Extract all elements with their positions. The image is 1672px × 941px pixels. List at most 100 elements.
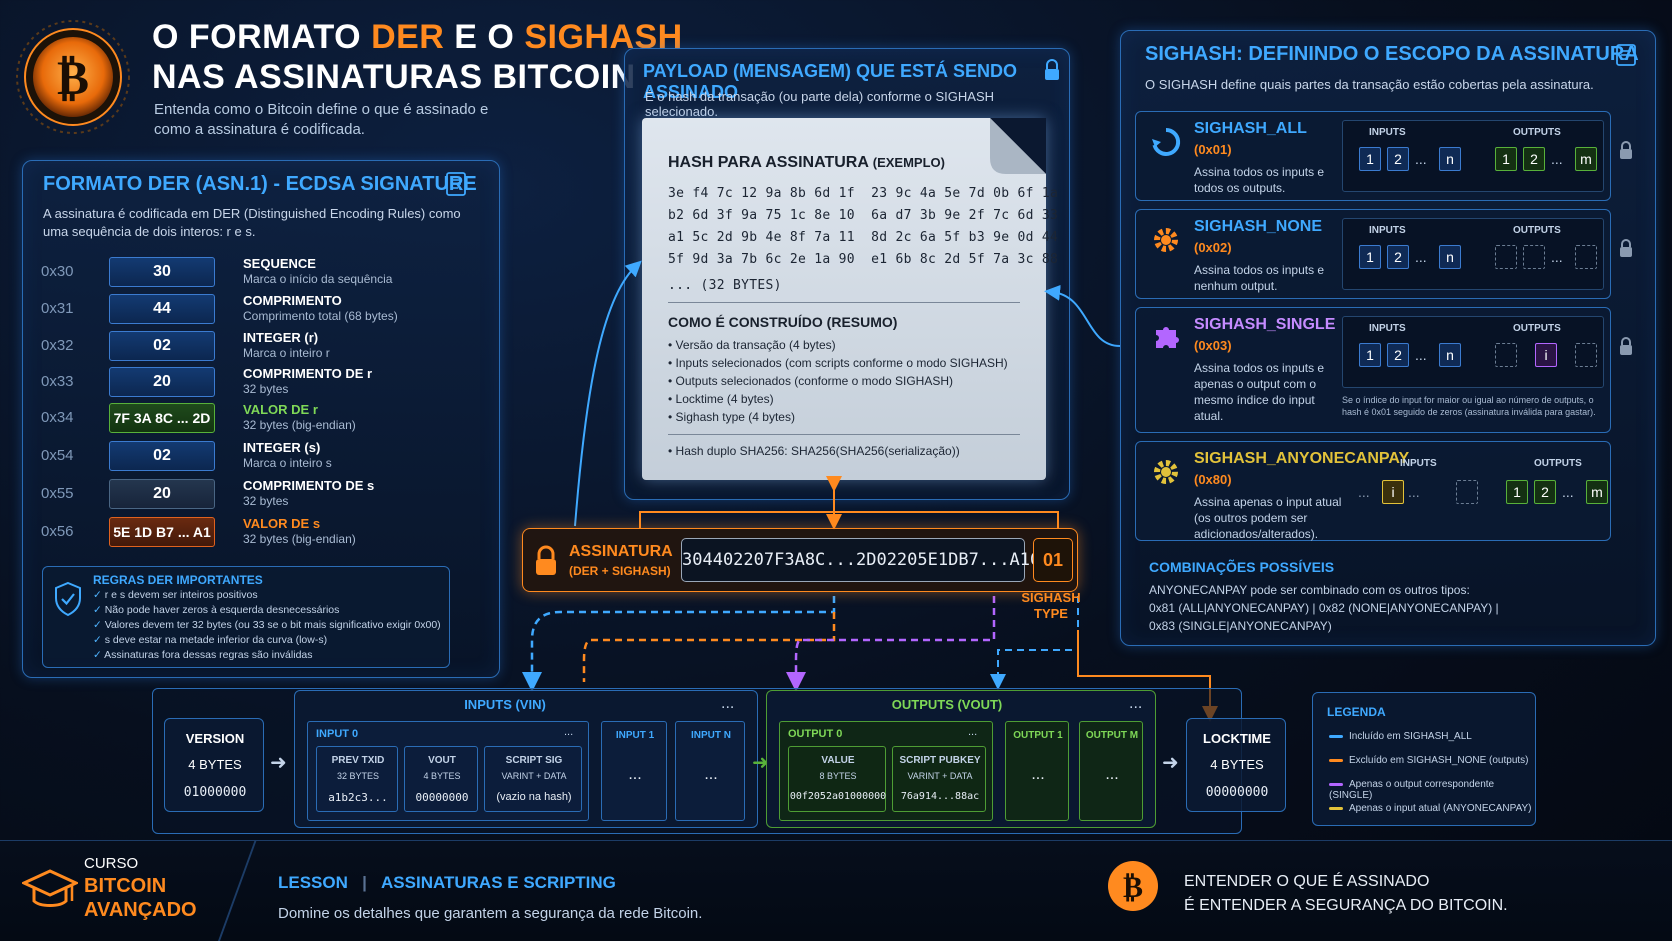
arrow-right-icon: ➜ (752, 752, 769, 774)
document-icon (446, 172, 466, 196)
hash-final: Hash duplo SHA256: SHA256(SHA256(seriali… (668, 444, 960, 458)
input-1: INPUT 1 ... (601, 721, 667, 821)
signature-sublabel: (DER + SIGHASH) (569, 564, 671, 578)
puzzle-icon (1156, 327, 1179, 348)
sighash-none-diagram: INPUTS OUTPUTS 1 2 ... n ... (1342, 218, 1604, 290)
bitcoin-logo-icon: ₿ (14, 18, 132, 136)
der-row: 0x33 20 COMPRIMENTO DE r 32 bytes (41, 366, 373, 397)
der-intro: A assinatura é codificada em DER (Distin… (43, 206, 461, 239)
der-row: 0x31 44 COMPRIMENTO Comprimento total (6… (41, 293, 398, 324)
built-item: Versão da transação (4 bytes) (668, 338, 836, 352)
rule-item: r e s devem ser inteiros positivos (93, 589, 258, 601)
footer-divider (217, 841, 257, 941)
gear-icon (1154, 460, 1178, 484)
lock-icon (1620, 141, 1632, 159)
paper-fold-icon (990, 118, 1046, 174)
hex-line: a1 5c 2d 9b 4e 8f 7a 11 8d 2c 6a 5f b3 9… (668, 230, 1059, 245)
bitcoin-logo-icon: ₿ (1108, 861, 1158, 911)
der-row: 0x56 5E 1D B7 ... A1 VALOR DE s 32 bytes… (41, 516, 356, 547)
built-item: Inputs selecionados (com scripts conform… (668, 356, 1008, 370)
der-row: 0x34 7F 3A 8C ... 2D VALOR DE r 32 bytes… (41, 402, 356, 433)
locktime-field: LOCKTIME 4 BYTES 00000000 (1186, 718, 1286, 812)
sighash-single-card: SIGHASH_SINGLE (0x03) Assina todos os in… (1135, 307, 1632, 433)
lesson-description: Domine os detalhes que garantem a segura… (278, 905, 703, 922)
der-row: 0x32 02 INTEGER (r) Marca o inteiro r (41, 330, 330, 361)
hex-line: 5f 9d 3a 7b 6c 2e 1a 90 e1 6b 8c 2d 5f 7… (668, 252, 1059, 267)
output-1: OUTPUT 1 ... (1005, 721, 1069, 821)
value-field: VALUE 8 BYTES 00f2052a01000000 (788, 746, 886, 812)
der-title: FORMATO DER (ASN.1) - ECDSA SIGNATURE (43, 173, 477, 195)
input-n: INPUT N ... (675, 721, 745, 821)
sighash-all-diagram: INPUTS OUTPUTS 1 2 ... n 1 2 ... m (1342, 120, 1604, 192)
legend-item: Incluído em SIGHASH_ALL (1329, 731, 1472, 742)
vout-field: VOUT 4 BYTES 00000000 (404, 746, 478, 812)
legend-item: Excluído em SIGHASH_NONE (outputs) (1329, 755, 1529, 766)
script-sig-field: SCRIPT SIG VARINT + DATA (vazio na hash) (484, 746, 582, 812)
built-item: Locktime (4 bytes) (668, 392, 774, 406)
payload-subtitle: É o hash da transação (ou parte dela) co… (645, 89, 995, 119)
input-0: INPUT 0 ... PREV TXID 32 BYTES a1b2c3...… (307, 721, 589, 821)
sighash-type-byte: 01 (1033, 538, 1073, 582)
legend: LEGENDA Incluído em SIGHASH_ALL Excluído… (1312, 692, 1536, 826)
combo-line: 0x83 (SINGLE|ANYONECANPAY) (1149, 619, 1332, 633)
rule-item: s deve estar na metade inferior da curva… (93, 634, 327, 646)
svg-text:₿: ₿ (1123, 870, 1143, 905)
output-0: OUTPUT 0 ... VALUE 8 BYTES 00f2052a01000… (779, 721, 993, 821)
sighash-single-diagram: INPUTS OUTPUTS 1 2 ... n i (1342, 316, 1604, 388)
arrow-right-icon: ➜ (1162, 752, 1179, 774)
signature-bar: ASSINATURA (DER + SIGHASH) 304402207F3A8… (522, 528, 1078, 592)
signature-label: ASSINATURA (569, 543, 673, 560)
prev-txid-field: PREV TXID 32 BYTES a1b2c3... (316, 746, 398, 812)
sighash-none-card: SIGHASH_NONE (0x02) Assina todos os inpu… (1135, 209, 1632, 299)
gear-icon (1154, 228, 1178, 252)
rule-item: Valores devem ter 32 bytes (ou 33 se o b… (93, 619, 441, 631)
sighash-subtitle: O SIGHASH define quais partes da transaç… (1145, 77, 1594, 92)
hash-title: HASH PARA ASSINATURA (EXEMPLO) (668, 154, 945, 171)
shield-check-icon (55, 581, 81, 617)
lock-icon (1620, 239, 1632, 257)
der-rules-box: REGRAS DER IMPORTANTES r e s devem ser i… (42, 566, 450, 668)
combo-title: COMBINAÇÕES POSSÍVEIS (1149, 559, 1335, 575)
sighash-anyonecanpay-card: SIGHASH_ANYONECANPAY (0x80) Assina apena… (1135, 441, 1611, 541)
hex-line: 3e f4 7c 12 9a 8b 6d 1f 23 9c 4a 5e 7d 0… (668, 186, 1059, 201)
arrow-right-icon: ➜ (270, 752, 287, 774)
combo-text: ANYONECANPAY pode ser combinado com os o… (1149, 583, 1470, 597)
combo-line: 0x81 (ALL|ANYONECANPAY) | 0x82 (NONE|ANY… (1149, 601, 1499, 615)
recycle-icon (1152, 127, 1181, 156)
der-row: 0x54 02 INTEGER (s) Marca o inteiro s (41, 440, 332, 471)
paper-separator (668, 302, 1020, 303)
single-note: Se o índice do input for maior ou igual … (1342, 395, 1596, 417)
version-field: VERSION 4 BYTES 01000000 (164, 718, 264, 812)
built-item: Sighash type (4 bytes) (668, 410, 795, 424)
sighash-panel: SIGHASH: DEFININDO O ESCOPO DA ASSINATUR… (1120, 30, 1656, 646)
der-row: 0x30 30 SEQUENCE Marca o início da sequê… (41, 256, 393, 287)
payload-title: PAYLOAD (MENSAGEM) QUE ESTÁ SENDO ASSINA… (643, 61, 1018, 102)
lock-icon (1045, 59, 1059, 80)
der-row: 0x55 20 COMPRIMENTO DE s 32 bytes (41, 478, 375, 509)
legend-item: Apenas o output correspondente (SINGLE) (1329, 779, 1495, 801)
inputs-section: INPUTS (VIN) ... INPUT 0 ... PREV TXID 3… (294, 690, 758, 828)
rule-item: Não pode haver zeros à esquerda desneces… (93, 604, 340, 616)
paper-separator (668, 434, 1020, 435)
built-item: Outputs selecionados (conforme o modo SI… (668, 374, 953, 388)
page-subtitle: Entenda como o Bitcoin define o que é as… (154, 101, 489, 138)
page-title-line2: NAS ASSINATURAS BITCOIN (152, 58, 636, 96)
output-m: OUTPUT M ... (1079, 721, 1143, 821)
footer: CURSO BITCOIN AVANÇADO LESSON | ASSINATU… (0, 840, 1672, 941)
hex-more: ... (32 BYTES) (668, 278, 782, 293)
outputs-section: OUTPUTS (VOUT) ... OUTPUT 0 ... VALUE 8 … (766, 690, 1156, 828)
hash-paper: HASH PARA ASSINATURA (EXEMPLO) 3e f4 7c … (642, 118, 1058, 480)
hex-line: b2 6d 3f 9a 75 1c 8e 10 6a d7 3b 9e 2f 7… (668, 208, 1059, 223)
rule-item: Assinaturas fora dessas regras são invál… (93, 649, 312, 661)
graduation-cap-icon (22, 869, 78, 907)
built-title: COMO É CONSTRUÍDO (RESUMO) (668, 314, 898, 330)
document-icon (1616, 44, 1636, 66)
signature-value: 304402207F3A8C...2D02205E1DB7...A101 (681, 538, 1050, 582)
sighash-all-card: SIGHASH_ALL (0x01) Assina todos os input… (1135, 111, 1632, 201)
svg-text:₿: ₿ (57, 50, 89, 106)
lock-icon (536, 545, 556, 575)
legend-item: Apenas o input atual (ANYONECANPAY) (1329, 803, 1532, 814)
sighash-title: SIGHASH: DEFININDO O ESCOPO DA ASSINATUR… (1145, 43, 1639, 65)
